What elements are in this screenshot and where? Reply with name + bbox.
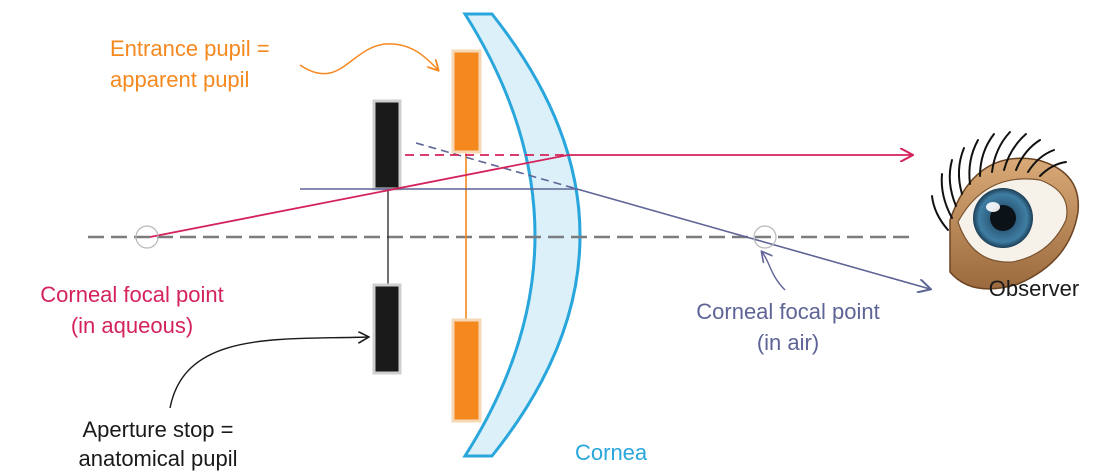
observer-label: Observer	[989, 276, 1079, 301]
entrance-pupil-pointer	[299, 43, 438, 75]
focal-point-air-marker	[753, 225, 777, 249]
focal-air-pointer	[762, 252, 786, 291]
aperture-stop-label-line2: anatomical pupil	[79, 446, 238, 471]
focal-air-label-line2: (in air)	[757, 330, 819, 355]
aperture-stop-pointer	[169, 337, 368, 409]
slate-ray-virtual-extension	[415, 142, 578, 190]
cornea-label: Cornea	[575, 440, 648, 465]
aperture-stop-lower	[372, 283, 402, 375]
entrance-pupil-label-line2: apparent pupil	[110, 67, 249, 92]
cornea-lens	[462, 12, 582, 458]
focal-point-aqueous-marker	[135, 225, 159, 249]
focal-aqueous-label-line2: (in aqueous)	[71, 313, 193, 338]
entrance-pupil-upper	[451, 49, 482, 154]
entrance-pupil-lower	[451, 318, 482, 423]
aperture-stop-label-line1: Aperture stop =	[82, 417, 233, 442]
eye-icon	[931, 131, 1080, 290]
entrance-pupil-label-line1: Entrance pupil =	[110, 36, 270, 61]
focal-air-label-line1: Corneal focal point	[696, 299, 879, 324]
slate-ray-refracted	[576, 188, 930, 289]
crimson-ray-inside	[149, 154, 569, 238]
aperture-stop-upper	[372, 99, 402, 191]
focal-aqueous-label-line1: Corneal focal point	[40, 282, 223, 307]
